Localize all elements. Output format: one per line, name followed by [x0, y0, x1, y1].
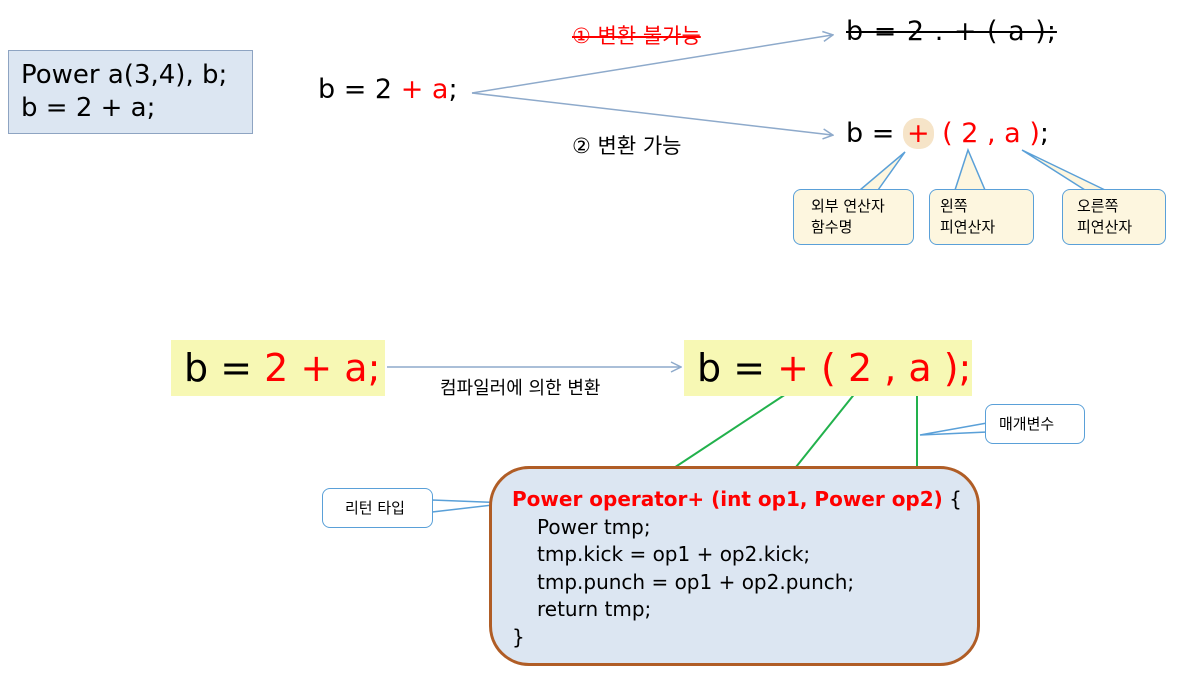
option-convertible: ② 변환 가능 [572, 134, 682, 158]
code-line-declaration: Power a(3,4), b; [21, 60, 228, 90]
result-semicolon: ; [1039, 118, 1049, 149]
arrow-option1 [471, 35, 832, 94]
function-body-line4: return tmp; [537, 597, 652, 621]
callout-return-type: 리턴 타입 [322, 488, 433, 528]
function-body-line2: tmp.kick = op1 + op2.kick; [537, 542, 811, 566]
callout-right-line2: 피연산자 [1077, 218, 1133, 236]
compile-before-b: b = [184, 346, 265, 390]
callout-left-line2: 피연산자 [940, 218, 996, 236]
tail-param [919, 422, 988, 436]
compile-after-expr: + ( 2 , a ); [777, 346, 972, 390]
callout-left-line1: 왼쪽 [940, 197, 968, 215]
callout-left-operand: 왼쪽 피연산자 [929, 189, 1034, 245]
callout-right-operand: 오른쪽 피연산자 [1062, 189, 1166, 245]
result-b: b = [846, 118, 903, 149]
callout-right-line1: 오른쪽 [1077, 197, 1119, 215]
tail-left [953, 147, 987, 191]
function-body-line3: tmp.punch = op1 + op2.punch; [537, 569, 855, 594]
compile-after: b = + ( 2 , a ); [684, 340, 972, 396]
compile-before: b = 2 + a; [171, 340, 385, 396]
tail-right [1021, 149, 1106, 191]
option-not-convertible: ① 변환 불가능 [572, 24, 701, 48]
compile-label: 컴파일러에 의한 변환 [440, 378, 601, 399]
code-line-expression: b = 2 + a; [21, 93, 156, 123]
function-body-line1: Power tmp; [537, 514, 651, 539]
function-open-brace: { [942, 487, 962, 511]
result-valid: b = + ( 2 , a ); [846, 118, 1049, 149]
callout-function-line2: 함수명 [811, 218, 853, 236]
function-signature: Power operator+ (int op1, Power op2) [512, 487, 943, 511]
callout-function-line1: 외부 연산자 [811, 197, 885, 215]
function-close-brace: } [512, 624, 525, 649]
operator-function-box: Power operator+ (int op1, Power op2) { P… [489, 466, 980, 666]
compile-after-b: b = [697, 346, 778, 390]
callout-function-name: 외부 연산자 함수명 [793, 189, 914, 245]
code-box: Power a(3,4), b; b = 2 + a; [8, 50, 253, 134]
expr-a: a [423, 74, 449, 105]
result-plus: + [902, 118, 934, 149]
callout-parameters: 매개변수 [985, 404, 1085, 444]
result-invalid: b = 2 . + ( a ); [846, 16, 1057, 47]
expr-b: b = 2 [318, 74, 401, 105]
function-signature-line: Power operator+ (int op1, Power op2) { [512, 486, 977, 514]
tail-func [857, 151, 906, 191]
expr-semicolon: ; [448, 74, 458, 105]
compile-before-expr: 2 + a; [264, 346, 381, 390]
expr-plus: + [400, 74, 424, 105]
source-expression: b = 2 + a; [318, 74, 458, 105]
arrow-option2 [471, 92, 832, 135]
result-args: ( 2 , a ) [933, 118, 1040, 149]
